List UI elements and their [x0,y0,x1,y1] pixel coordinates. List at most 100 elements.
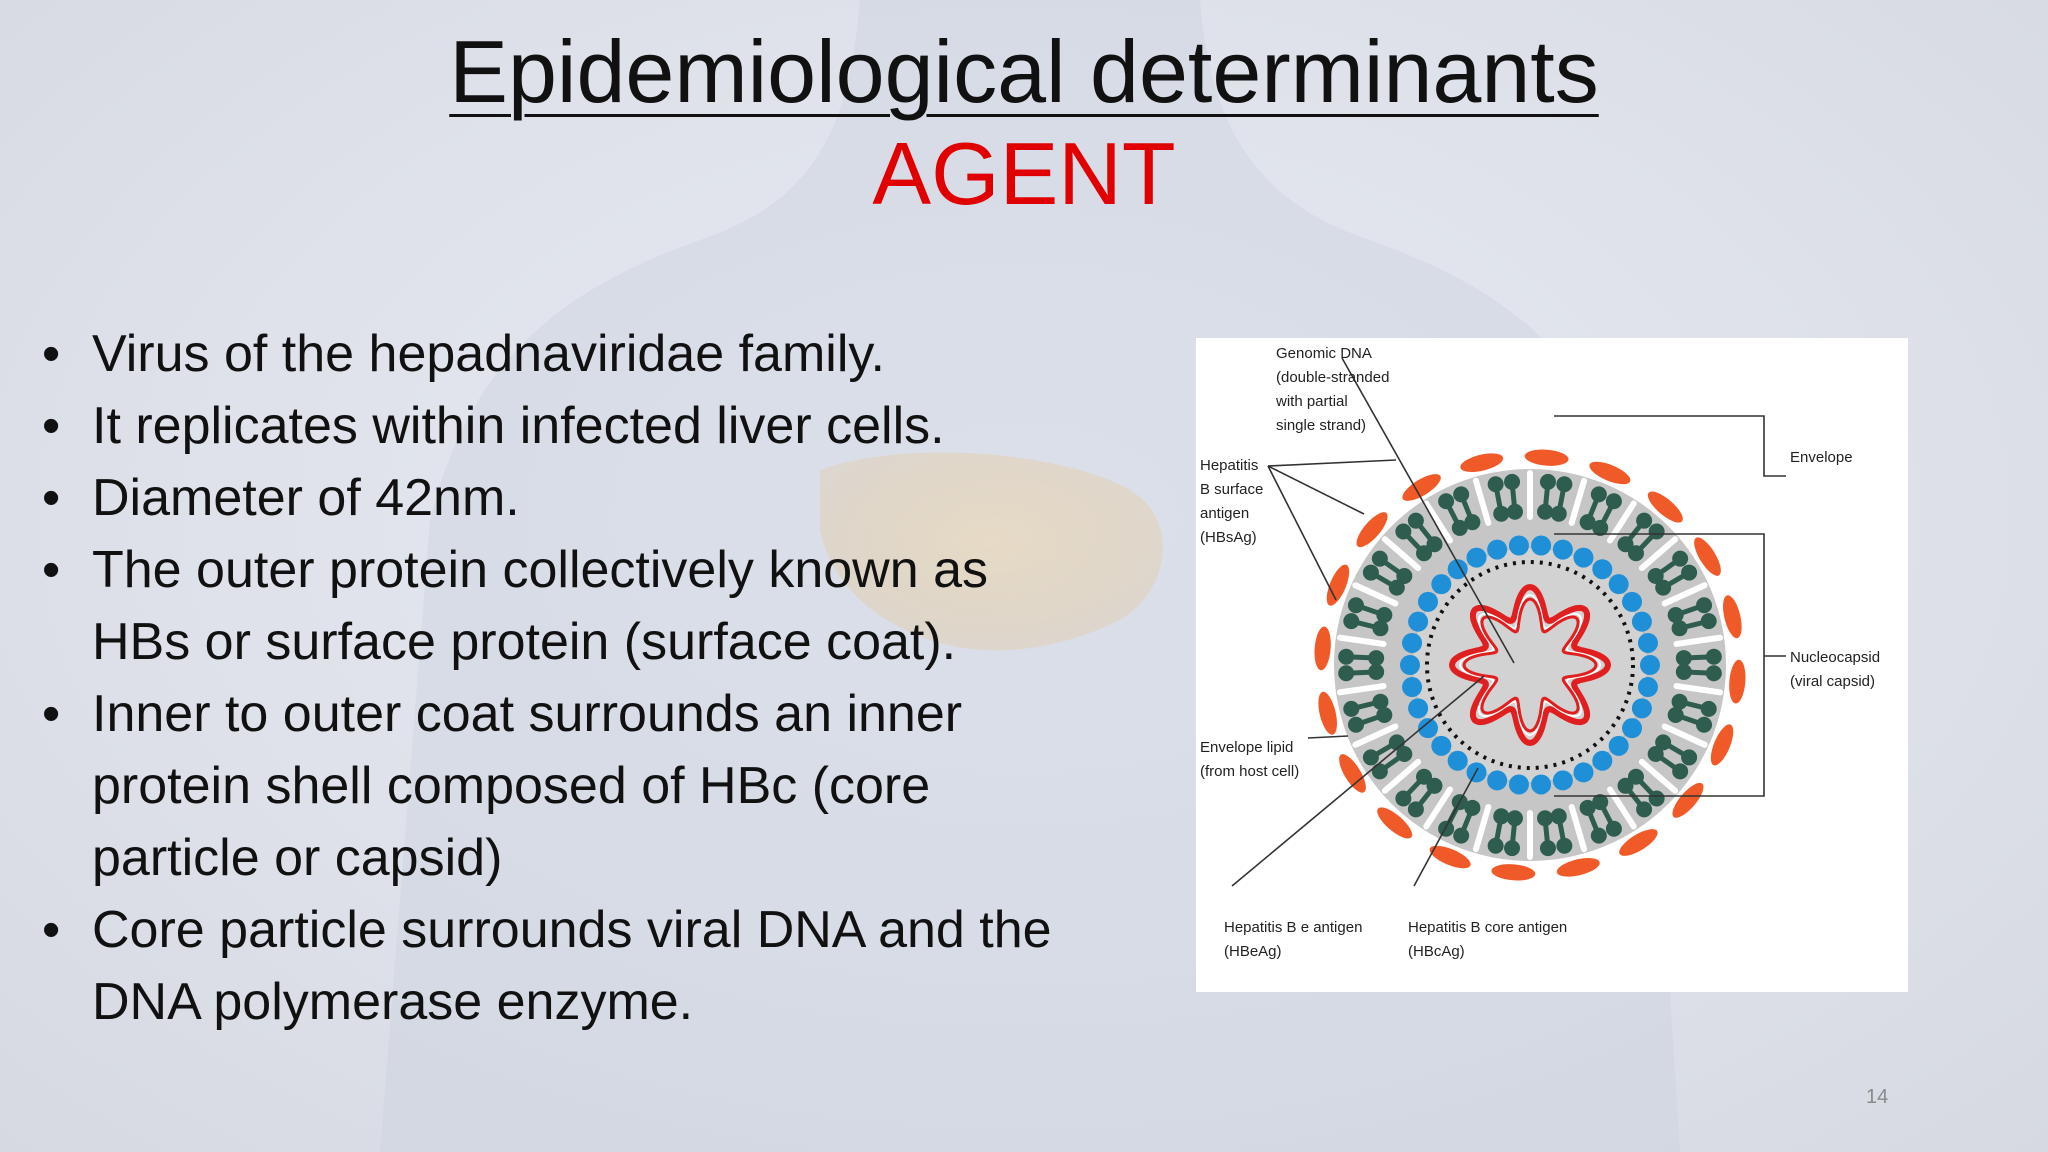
envelope-spike [1638,758,1679,794]
capsid-protein [1417,591,1438,612]
surface-antigen-head [1371,763,1388,780]
hbv-structure-figure: Genomic DNA (double-stranded with partia… [1196,338,1908,992]
bullet-item: • Inner to outer coat surrounds an inner … [34,678,1094,894]
surface-antigen-base [1416,545,1433,562]
capsid-protein [1447,750,1468,771]
surface-antigen-head [1539,473,1556,490]
bullet-list: •Virus of the hepadnaviridae family. •It… [34,318,1094,1038]
envelope-spike [1352,582,1399,607]
surface-antigen-base [1617,777,1634,794]
capsid-protein [1400,655,1420,675]
label-hbcag-1: Hepatitis B core antigen [1408,919,1567,936]
leader-lines [1231,357,1786,887]
envelope-spike [1352,723,1399,748]
capsid-protein [1408,611,1429,632]
label-hbeag-2: (HBeAg) [1224,943,1282,960]
surface-antigen-head [1338,648,1355,665]
surface-antigen-base [1372,620,1389,637]
surface-antigen-head [1487,476,1504,493]
bullet-item: •Core particle surrounds viral DNA and t… [34,894,1094,1038]
surface-antigen-base [1372,693,1389,710]
bullet-icon: • [42,397,61,455]
genomic-dna-gap [1458,593,1602,737]
surface-antigen-base [1376,607,1393,624]
envelope-protein [1326,564,1350,606]
bullet-icon: • [42,469,61,527]
surface-antigen-head [1556,837,1573,854]
envelope-spike [1661,723,1708,748]
envelope-spike [1568,477,1588,526]
envelope-protein [1314,626,1331,671]
bullet-text: Inner to outer coat surrounds an inner p… [92,685,963,887]
genomic-dna-outer [1448,583,1612,747]
capsid-protein [1552,770,1573,791]
surface-antigen-head [1636,512,1653,529]
surface-antigen-head [1590,827,1607,844]
envelope-protein [1460,453,1504,472]
surface-antigen-head [1696,716,1713,733]
label-genomic-dna-1: Genomic DNA [1276,345,1372,362]
surface-antigen-head [1347,597,1364,614]
capsid-protein [1640,655,1660,675]
envelope-spike [1568,804,1588,853]
envelope-spike [1336,634,1387,647]
surface-antigen-head [1453,827,1470,844]
surface-antigen-base [1388,579,1405,596]
label-envelope-lipid-1: Envelope lipid [1200,739,1293,756]
surface-antigen-base [1550,808,1567,825]
envelope-spike [1638,536,1679,572]
label-hbsag-1: Hepatitis [1200,457,1258,474]
surface-antigen-head [1343,613,1360,630]
envelope-spike [1472,804,1492,853]
surface-antigen-base [1671,693,1688,710]
capsid-protein [1631,611,1652,632]
label-envelope: Envelope [1790,449,1853,466]
hbv-diagram: Genomic DNA (double-stranded with partia… [1200,345,1880,960]
capsid-protein [1531,535,1552,556]
surface-antigen-base [1675,650,1692,667]
surface-antigen-base [1396,567,1413,584]
envelope-spike [1336,683,1387,696]
capsid-protein [1431,735,1452,756]
label-hbeag-1: Hepatitis B e antigen [1224,919,1362,936]
surface-antigen-head [1696,597,1713,614]
capsid-protein [1573,762,1594,783]
envelope-protein [1710,724,1734,766]
capsid-protein [1552,539,1573,560]
capsid-protein [1592,750,1613,771]
bullet-icon: • [42,685,61,743]
surface-antigen-base [1464,799,1481,816]
envelope-spike [1423,786,1453,830]
capsid-protein [1402,632,1423,653]
surface-antigen-base [1647,567,1664,584]
envelope-protein [1318,691,1337,735]
surface-antigen-head [1672,763,1689,780]
envelope-protein [1356,512,1388,548]
label-hbsag-2: B surface [1200,481,1263,498]
surface-antigen-head [1407,801,1424,818]
envelope-protein [1723,595,1742,639]
envelope-spike [1661,582,1708,607]
surface-antigen-base [1506,503,1523,520]
label-nucleocapsid-2: (viral capsid) [1790,673,1875,690]
capsid-protein [1431,574,1452,595]
surface-antigen-head [1672,550,1689,567]
envelope-protein [1524,449,1569,466]
surface-antigen-base [1655,734,1672,751]
capsid-protein [1592,559,1613,580]
surface-antigen-base [1506,810,1523,827]
surface-antigen-head [1700,613,1717,630]
surface-antigen-base [1667,607,1684,624]
envelope-spike [1381,536,1422,572]
surface-antigen-base [1416,768,1433,785]
surface-antigen-base [1376,706,1393,723]
capsid-protein [1573,547,1594,568]
surface-antigen-base [1493,808,1510,825]
bullet-icon: • [42,541,61,599]
surface-antigen-head [1681,749,1698,766]
envelope-protein [1429,845,1471,869]
surface-antigen-head [1648,523,1665,540]
surface-antigen-head [1705,665,1722,682]
label-nucleocapsid-1: Nucleocapsid [1790,649,1880,666]
capsid-protein [1408,698,1429,719]
